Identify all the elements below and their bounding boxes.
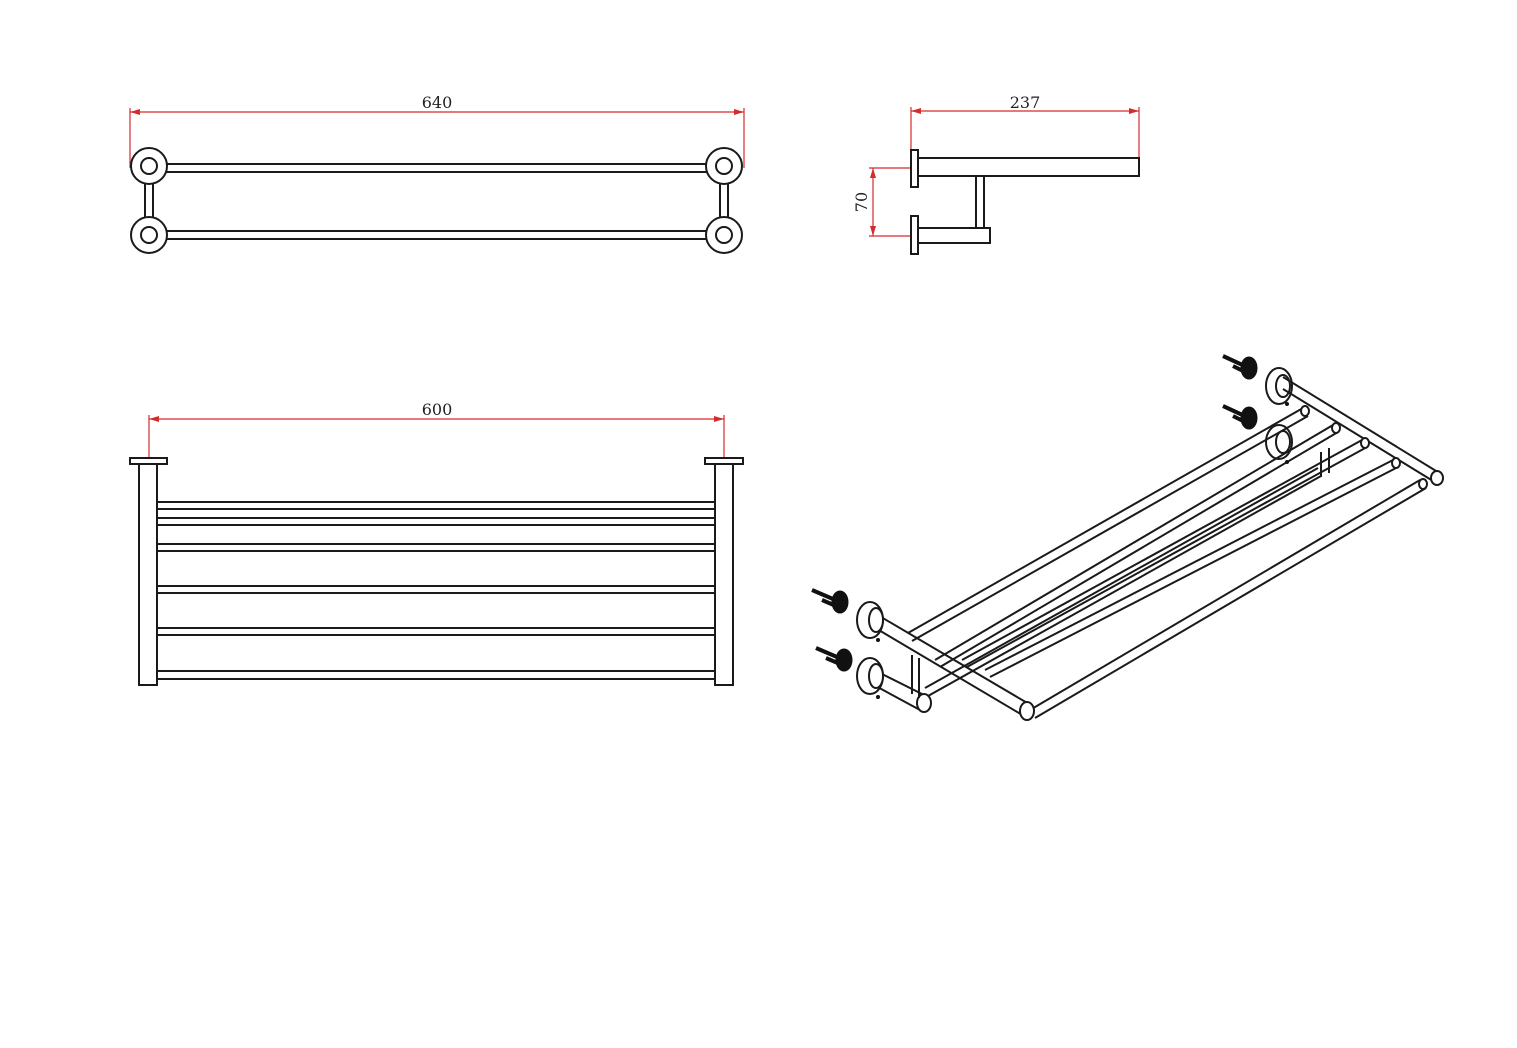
top-view: 640 (129, 93, 745, 254)
front-right-post (714, 463, 734, 686)
isometric-view (811, 354, 1444, 721)
side-vertical-post (975, 175, 985, 229)
iso-rails (907, 376, 1444, 719)
dimension-label-640: 640 (422, 93, 453, 112)
iso-back-rosettes (1265, 367, 1293, 460)
dimension-237: 237 (910, 93, 1140, 160)
front-view: 600 (129, 400, 744, 686)
side-wall-plate-lower (910, 215, 919, 255)
dimension-600: 600 (148, 400, 725, 458)
dimension-label-70: 70 (852, 192, 871, 212)
dimension-70: 70 (852, 167, 912, 237)
front-left-post (138, 463, 158, 686)
dimension-640: 640 (129, 93, 745, 168)
dimension-label-237: 237 (1010, 93, 1041, 112)
front-bars (156, 501, 716, 680)
side-wall-plate-upper (910, 149, 919, 188)
top-rail-lower (154, 230, 721, 240)
iso-front-rosettes (856, 402, 1289, 699)
side-view: 237 70 (852, 93, 1140, 255)
side-upper-arm (917, 157, 1140, 177)
side-lower-arm (917, 227, 991, 244)
iso-screws (811, 354, 1258, 672)
dimension-label-600: 600 (422, 400, 453, 419)
iso-front-arms (871, 613, 1035, 721)
top-rosettes (130, 147, 743, 254)
top-rail-upper (154, 163, 721, 173)
